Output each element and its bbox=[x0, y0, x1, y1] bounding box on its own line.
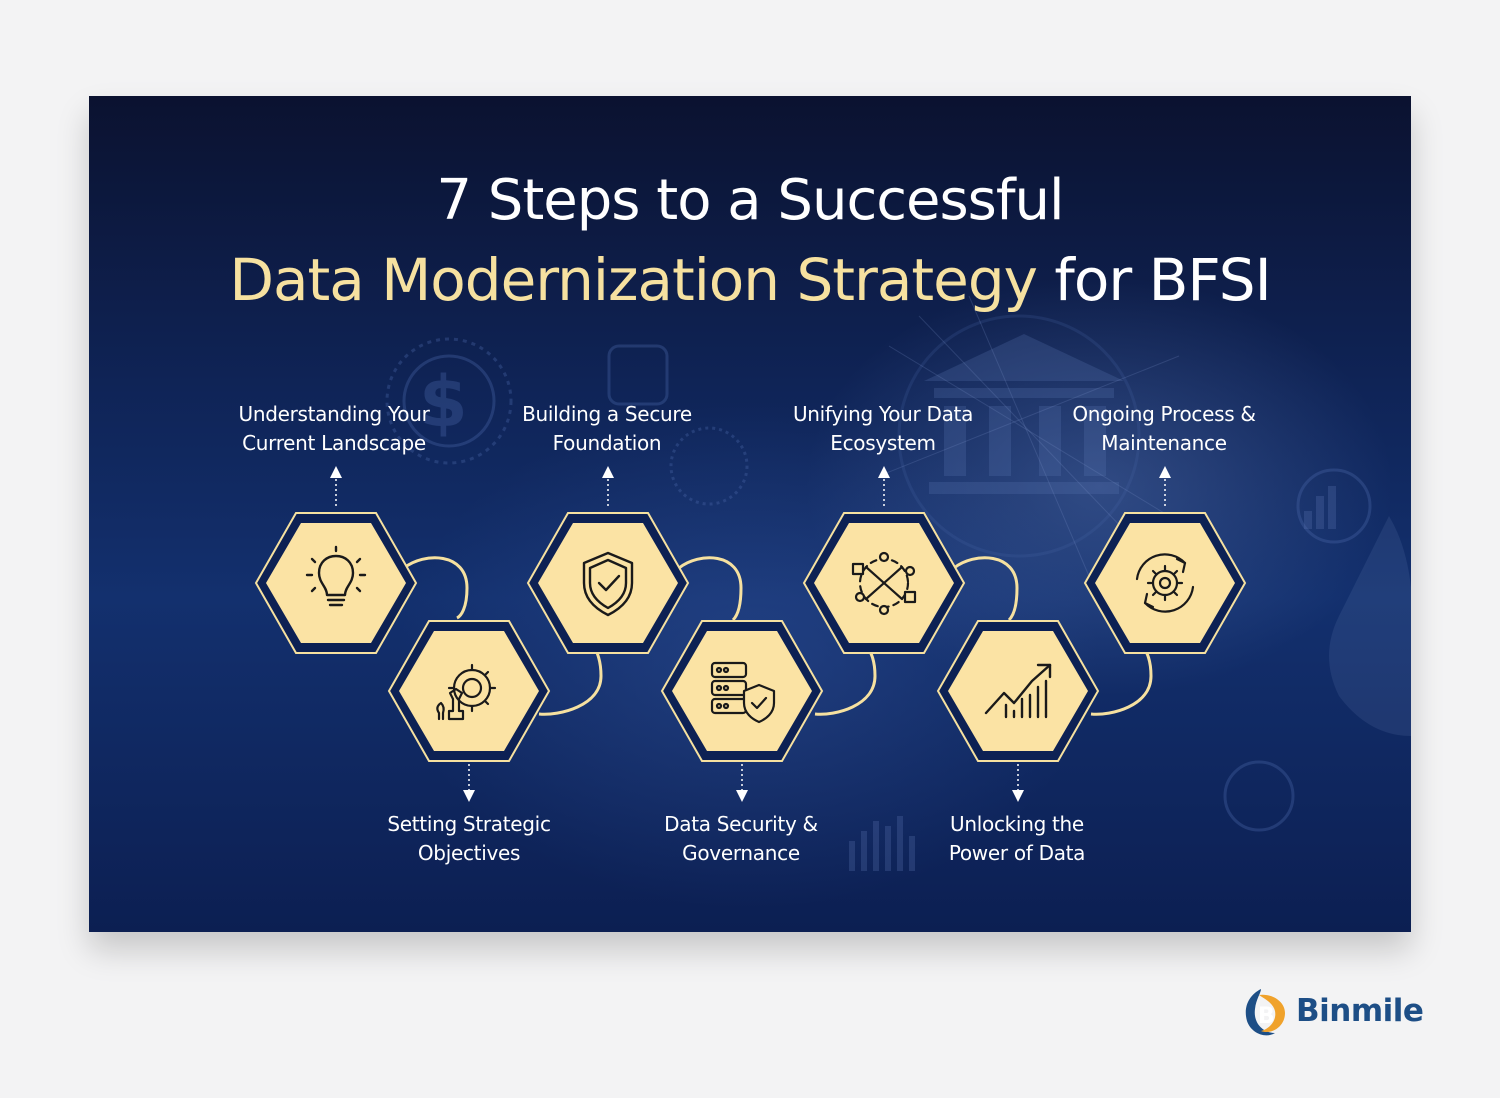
brand-name: Binmile bbox=[1296, 993, 1423, 1029]
hexagon-step-7 bbox=[1085, 513, 1245, 653]
step-5-line-2: Ecosystem bbox=[773, 429, 993, 458]
step-4-line-2: Governance bbox=[631, 839, 851, 868]
hexagon-step-5 bbox=[804, 513, 964, 653]
step-label-3: Building a Secure Foundation bbox=[497, 400, 717, 458]
hexagon-step-4 bbox=[662, 621, 822, 761]
step-label-4: Data Security & Governance bbox=[631, 810, 851, 868]
step-label-5: Unifying Your Data Ecosystem bbox=[773, 400, 993, 458]
steps-diagram bbox=[89, 96, 1411, 932]
step-label-2: Setting Strategic Objectives bbox=[359, 810, 579, 868]
step-2-line-1: Setting Strategic bbox=[359, 810, 579, 839]
step-3-line-2: Foundation bbox=[497, 429, 717, 458]
step-label-7: Ongoing Process & Maintenance bbox=[1054, 400, 1274, 458]
hexagon-step-3 bbox=[528, 513, 688, 653]
svg-text:B: B bbox=[1258, 1004, 1275, 1029]
step-7-line-1: Ongoing Process & bbox=[1054, 400, 1274, 429]
hexagon-step-6 bbox=[938, 621, 1098, 761]
step-6-line-2: Power of Data bbox=[907, 839, 1127, 868]
step-4-line-1: Data Security & bbox=[631, 810, 851, 839]
step-6-line-1: Unlocking the bbox=[907, 810, 1127, 839]
infographic-card: $ 7 Steps to a bbox=[89, 96, 1411, 932]
step-7-line-2: Maintenance bbox=[1054, 429, 1274, 458]
step-1-line-2: Current Landscape bbox=[224, 429, 444, 458]
step-1-line-1: Understanding Your bbox=[224, 400, 444, 429]
step-label-1: Understanding Your Current Landscape bbox=[224, 400, 444, 458]
step-3-line-1: Building a Secure bbox=[497, 400, 717, 429]
hexagon-step-1 bbox=[256, 513, 416, 653]
step-5-line-1: Unifying Your Data bbox=[773, 400, 993, 429]
hexagon-step-2 bbox=[389, 621, 549, 761]
step-label-6: Unlocking the Power of Data bbox=[907, 810, 1127, 868]
step-2-line-2: Objectives bbox=[359, 839, 579, 868]
